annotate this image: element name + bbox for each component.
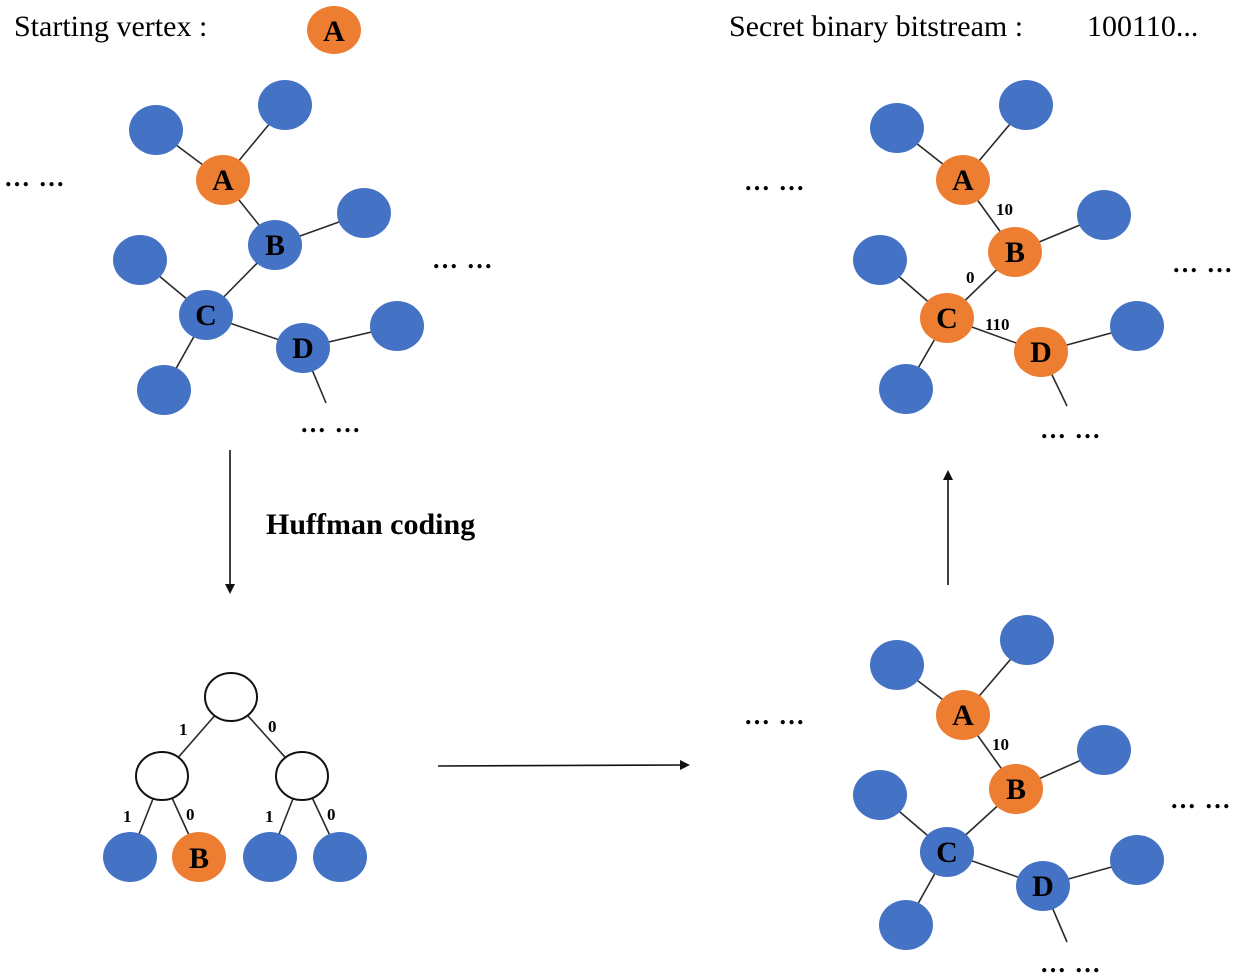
graph-step1-leaf-nodes bbox=[853, 615, 1164, 950]
ellipsis-left: … … bbox=[744, 701, 806, 730]
huffman-leaf-b: B bbox=[172, 832, 226, 882]
huffman-code-right-left: 1 bbox=[265, 807, 274, 826]
svg-text:A: A bbox=[952, 164, 974, 197]
graph-initial-node-a: A bbox=[196, 155, 250, 205]
arrow-right bbox=[437, 760, 690, 771]
ellipsis-bottom: … … bbox=[300, 409, 362, 438]
svg-text:D: D bbox=[1030, 336, 1052, 369]
graph-initial: A B C D … … … … … … bbox=[4, 80, 494, 438]
svg-text:C: C bbox=[936, 302, 958, 335]
graph-final-node-b: B bbox=[988, 227, 1042, 277]
huffman-code-left-left: 1 bbox=[123, 807, 132, 826]
huffman-tree: B 1 0 1 0 1 0 bbox=[103, 672, 367, 882]
svg-text:A: A bbox=[212, 164, 234, 197]
huffman-internal-node-right bbox=[275, 751, 329, 801]
graph-initial-leaf-nodes bbox=[113, 80, 424, 415]
ellipsis-left: … … bbox=[4, 163, 66, 192]
starting-vertex-node: A bbox=[307, 6, 361, 54]
graph-step1-node-d: D bbox=[1016, 861, 1070, 911]
huffman-code-right-right: 0 bbox=[327, 805, 336, 824]
secret-bitstream-value: 100110... bbox=[1087, 10, 1198, 43]
graph-final: A B C D 10 0 110 … … … … … … bbox=[744, 80, 1234, 444]
huffman-leaf-3 bbox=[243, 832, 297, 882]
svg-text:D: D bbox=[1032, 870, 1054, 903]
graph-final-node-c: C bbox=[920, 293, 974, 343]
ellipsis-right: … … bbox=[1170, 785, 1232, 814]
svg-text:D: D bbox=[292, 332, 314, 365]
huffman-code-left-right: 0 bbox=[186, 805, 195, 824]
graph-step1-node-a: A bbox=[936, 690, 990, 740]
graph-initial-node-b: B bbox=[248, 220, 302, 270]
svg-text:A: A bbox=[952, 699, 974, 732]
svg-text:C: C bbox=[936, 836, 958, 869]
svg-text:B: B bbox=[265, 229, 285, 262]
graph-initial-node-c: C bbox=[179, 290, 233, 340]
graph-final-code-bc: 0 bbox=[966, 268, 975, 287]
graph-step1-node-b: B bbox=[989, 764, 1043, 814]
graph-final-leaf-nodes bbox=[853, 80, 1164, 414]
svg-text:C: C bbox=[195, 299, 217, 332]
starting-vertex-node-label: A bbox=[323, 15, 345, 48]
graph-step1-node-c: C bbox=[920, 827, 974, 877]
ellipsis-left: … … bbox=[744, 167, 806, 196]
ellipsis-bottom: … … bbox=[1040, 949, 1102, 975]
ellipsis-right: … … bbox=[432, 245, 494, 274]
huffman-coding-label: Huffman coding bbox=[266, 508, 475, 541]
svg-text:B: B bbox=[189, 842, 209, 875]
graph-final-node-a: A bbox=[936, 155, 990, 205]
huffman-internal-node-left bbox=[135, 751, 189, 801]
secret-bitstream-label: Secret binary bitstream : bbox=[729, 10, 1023, 43]
graph-initial-node-d: D bbox=[276, 323, 330, 373]
svg-text:B: B bbox=[1006, 773, 1026, 806]
huffman-leaf-4 bbox=[313, 832, 367, 882]
ellipsis-bottom: … … bbox=[1040, 415, 1102, 444]
graph-step1-code-ab: 10 bbox=[992, 735, 1009, 754]
starting-vertex-label: Starting vertex : bbox=[14, 10, 207, 43]
huffman-leaf-1 bbox=[103, 832, 157, 882]
graph-step1: A B C D 10 … … … … … … bbox=[744, 615, 1232, 975]
ellipsis-right: … … bbox=[1172, 249, 1234, 278]
graph-final-code-ab: 10 bbox=[996, 200, 1013, 219]
graph-final-node-d: D bbox=[1014, 327, 1068, 377]
svg-text:B: B bbox=[1005, 236, 1025, 269]
huffman-code-root-left: 1 bbox=[179, 720, 188, 739]
huffman-code-root-right: 0 bbox=[268, 717, 277, 736]
graph-final-code-cd: 110 bbox=[985, 315, 1010, 334]
huffman-root-node bbox=[204, 672, 258, 722]
